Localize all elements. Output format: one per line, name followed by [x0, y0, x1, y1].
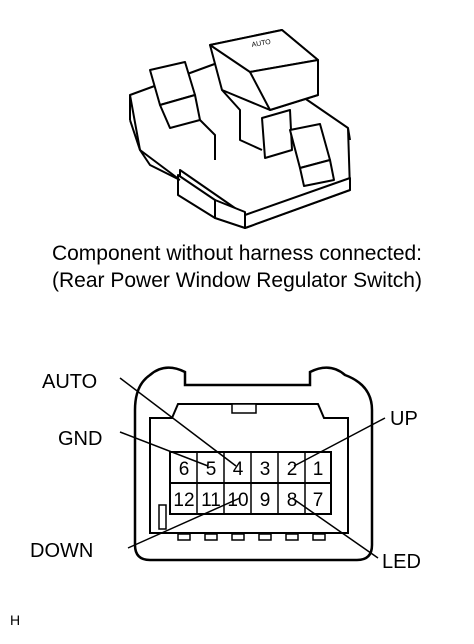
pin-number: 6 [179, 459, 190, 480]
bottom-terminal [258, 533, 272, 541]
pin-number: 2 [287, 459, 298, 480]
pin-number: 3 [260, 459, 271, 480]
pin-number: 4 [233, 459, 244, 480]
leader-line-down [127, 497, 241, 549]
pin-number: 9 [260, 490, 271, 511]
bottom-terminal [312, 533, 326, 541]
connector-inner-frame [149, 403, 349, 534]
switch-cap-label: AUTO [251, 39, 272, 49]
leader-line-up [293, 417, 386, 467]
pin-number: 8 [287, 490, 298, 511]
leader-line-led [291, 497, 379, 559]
callout-auto: AUTO [42, 371, 97, 393]
leader-line-auto [119, 377, 237, 467]
bottom-terminal [231, 533, 245, 541]
callout-gnd: GND [58, 428, 102, 450]
bottom-terminal [285, 533, 299, 541]
connector-latch [231, 403, 257, 414]
bottom-terminal [204, 533, 218, 541]
callout-down: DOWN [30, 540, 93, 562]
pin-number: 5 [206, 459, 217, 480]
connector-key-tab [158, 504, 167, 530]
pin-number: 7 [313, 490, 324, 511]
corner-mark: H [10, 612, 21, 628]
caption-line-1: Component without harness connected: [51, 242, 423, 265]
pin-number: 1 [313, 459, 324, 480]
bottom-terminal [177, 533, 191, 541]
callout-led: LED [382, 551, 421, 573]
callout-up: UP [390, 408, 418, 430]
leader-line-gnd [119, 431, 209, 467]
caption-line-2: (Rear Power Window Regulator Switch) [52, 269, 422, 292]
pin-number: 11 [201, 490, 221, 511]
pin-number: 10 [227, 490, 248, 511]
pin-number: 12 [173, 490, 194, 511]
